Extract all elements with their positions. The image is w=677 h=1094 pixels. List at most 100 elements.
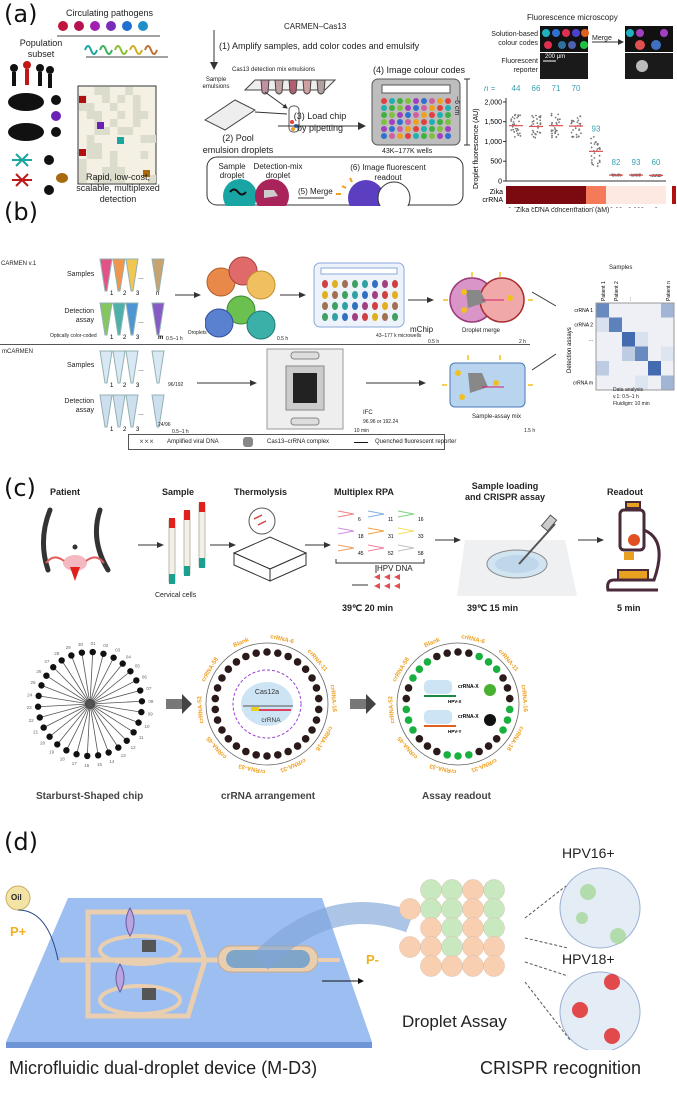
microwell — [392, 291, 398, 299]
heatmap-cell — [609, 303, 622, 318]
colour-code-dot — [562, 29, 570, 37]
outer-ring — [205, 642, 329, 766]
microwells-label: 43–177 k microwells — [376, 333, 422, 339]
data-point — [531, 129, 534, 132]
well-number: 23 — [27, 705, 33, 710]
droplet-merge-label: Droplet merge — [462, 328, 501, 334]
x-axis-label: Zika cDNA concentration (aM) — [516, 207, 610, 214]
starburst-channel — [38, 703, 91, 708]
thermolysis-icon — [232, 507, 308, 582]
chip-well — [423, 658, 432, 666]
primer-line — [367, 544, 385, 549]
arrow-icon — [435, 537, 461, 543]
well-number: 10 — [144, 724, 150, 729]
n-count-label: 82 — [612, 158, 621, 167]
sample-emulsions-label: Sample emulsions — [194, 77, 238, 91]
sample-tube — [151, 258, 165, 292]
data-point — [576, 121, 579, 124]
chip-well — [437, 119, 443, 125]
well-number: 09 — [148, 712, 154, 717]
microscopy-images — [540, 26, 673, 79]
starburst-well — [94, 752, 102, 759]
data-point — [577, 135, 580, 138]
microwell — [392, 313, 398, 321]
well-number: 14 — [109, 759, 115, 764]
data-point — [596, 162, 599, 165]
starburst-well — [138, 698, 146, 705]
data-point — [592, 135, 595, 138]
well-number: 04 — [126, 655, 132, 660]
starburst-well — [73, 751, 80, 758]
chip-well — [312, 716, 321, 724]
data-point — [575, 136, 578, 139]
sample-droplet-line1: Sample — [218, 162, 246, 171]
starburst-well — [138, 708, 145, 716]
x-tick-label: 0.9 — [591, 207, 600, 208]
heatmap-cell — [609, 317, 622, 332]
hpv-dna-icon — [394, 583, 400, 589]
ring-label: crRNA-58 — [392, 656, 412, 683]
samples-label-v1: Samples — [67, 271, 95, 278]
data-point — [590, 155, 593, 157]
x-tick-label: 0.09 — [610, 207, 623, 208]
chip-well — [213, 716, 222, 724]
data-point — [576, 117, 579, 119]
chip-well — [308, 726, 316, 734]
data-point — [550, 130, 553, 132]
mchip-illustration — [313, 262, 405, 328]
data-point — [511, 116, 514, 118]
microwell — [342, 302, 348, 310]
assay-droplet — [399, 936, 421, 958]
cas12a-shape — [241, 682, 293, 726]
assay-droplet — [441, 917, 463, 939]
sample-tube — [112, 350, 126, 384]
droplet-assay-label: Droplet Assay — [402, 1012, 507, 1031]
assay-droplet — [420, 955, 442, 977]
assay-tube — [125, 302, 139, 336]
hpv18-label: HPV18+ — [562, 951, 615, 967]
primer-line — [397, 510, 415, 515]
data-point — [517, 115, 520, 118]
data-point — [519, 114, 522, 117]
chip-well — [445, 133, 451, 139]
heatmap-cell — [622, 303, 635, 318]
bracket — [335, 559, 425, 564]
chip-well — [454, 752, 462, 760]
cervical-cells-label: Cervical cells — [155, 592, 197, 599]
starburst-channel — [89, 703, 99, 756]
data-point — [518, 120, 520, 123]
chip-well — [397, 98, 403, 104]
data-point — [550, 123, 553, 126]
colour-code-dot — [558, 41, 566, 49]
heatmap-cell — [635, 375, 648, 390]
data-point — [554, 116, 557, 119]
matrix-cell — [140, 111, 149, 119]
x-tick-label: 0.009 — [628, 207, 645, 208]
mcarmen-tubes: 112233...... — [99, 350, 165, 432]
data-point — [593, 143, 596, 145]
matrix-cell — [132, 111, 141, 119]
starburst-well — [58, 657, 65, 664]
data-point — [536, 118, 538, 120]
microwell — [352, 291, 358, 299]
chip-well — [308, 674, 316, 682]
data-point — [538, 131, 541, 134]
n-count-label: 93 — [592, 125, 601, 134]
ring-label: crRNA-6 — [270, 634, 295, 645]
tube-index-label: 3 — [136, 427, 140, 432]
data-point — [514, 113, 517, 116]
assay-readout-caption: Assay readout — [422, 791, 491, 802]
starburst-channel — [89, 703, 139, 724]
pathogen-icon — [58, 21, 68, 31]
starburst-channel — [46, 675, 91, 705]
assay-droplet — [462, 955, 484, 977]
chip-well — [409, 726, 417, 734]
starburst-well — [110, 654, 117, 661]
mcarmen-label: mCARMEN — [2, 349, 33, 355]
data-point — [594, 141, 597, 144]
chip-well — [284, 747, 292, 756]
data-point — [512, 121, 515, 123]
detection-mix-line2: droplet — [265, 171, 291, 180]
well-number: 05 — [135, 664, 141, 669]
cas13-mix-label: Cas13 detection mix emulsions — [232, 67, 316, 73]
